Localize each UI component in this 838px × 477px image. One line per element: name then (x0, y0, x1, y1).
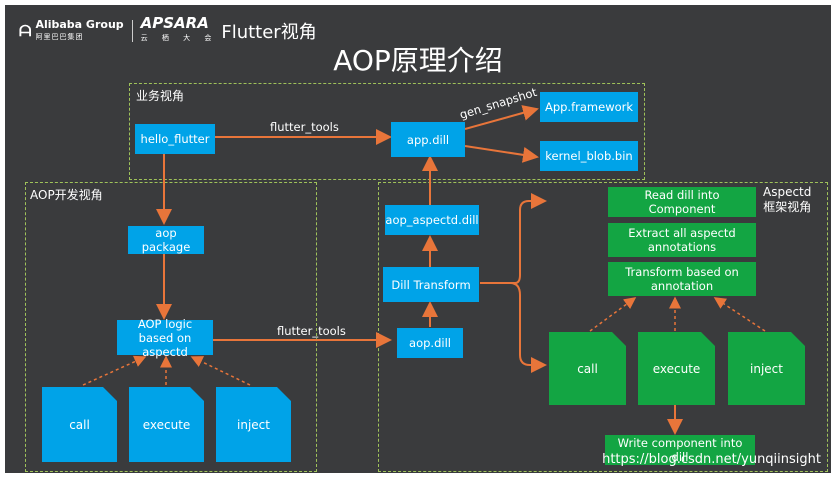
execute-doc-left: execute (129, 387, 204, 462)
aop-package-node: aop package (128, 226, 204, 254)
edge-appdill-to-kernel (464, 145, 539, 163)
header: ᗩ Alibaba Group 阿里巴巴集团 APSARA 云 栖 大 会 Fl… (19, 14, 317, 44)
extract-annotations-node: Extract all aspectd annotations (608, 223, 756, 257)
aop-aspectd-dill-node: aop_aspectd.dill (385, 205, 479, 235)
aspectd-region-label: Aspectd 框架视角 (763, 185, 811, 215)
business-region-label: 业务视角 (136, 89, 185, 103)
edge-appdill-to-framework (464, 105, 539, 130)
app-framework-node: App.framework (540, 92, 638, 122)
aop-dill-node: aop.dill (397, 328, 463, 358)
header-subtitle: Flutter视角 (221, 21, 317, 43)
edge-transform-to-docs (480, 282, 547, 373)
flutter-tools-label-mid: flutter_tools (277, 324, 346, 338)
apsara-brand: APSARA 云 栖 大 会 (140, 14, 218, 44)
dill-transform-node: Dill Transform (383, 267, 479, 302)
inject-doc-left: inject (216, 387, 291, 462)
edge-call-to-logic (82, 355, 147, 386)
header-divider (131, 19, 133, 42)
edge-callr-to-transform (589, 297, 637, 332)
app-dill-node: app.dill (391, 122, 465, 157)
aop-dev-region (25, 182, 317, 472)
watermark: https://blog.csdn.net/yunqiinsight (602, 452, 821, 467)
company-name: Alibaba Group (35, 17, 124, 31)
transform-annotation-node: Transform based on annotation (608, 262, 756, 296)
aspectd-label-line1: Aspectd (763, 185, 812, 199)
aop-logic-node: AOP logic based on aspectd (117, 317, 213, 359)
edge-inject-to-logic (190, 356, 251, 386)
apsara-name-cn: 云 栖 大 会 (140, 34, 218, 42)
hello-flutter-node: hello_flutter (135, 124, 215, 154)
aop-dev-region-label: AOP开发视角 (30, 188, 103, 202)
apsara-name: APSARA (140, 14, 209, 32)
edge-injectr-to-transform (713, 297, 766, 332)
edge-transform-to-read (480, 193, 547, 284)
inject-doc-right: inject (728, 332, 805, 405)
aspectd-region (378, 182, 828, 472)
company-brand: Alibaba Group 阿里巴巴集团 (35, 19, 123, 43)
company-name-cn: 阿里巴巴集团 (35, 32, 84, 41)
business-region (129, 83, 645, 180)
alibaba-logo-icon: ᗩ (19, 21, 32, 40)
kernel-blob-node: kernel_blob.bin (540, 141, 638, 171)
connectors (82, 105, 766, 435)
slide: ᗩ Alibaba Group 阿里巴巴集团 APSARA 云 栖 大 会 Fl… (5, 5, 831, 473)
write-component-node: Write component into dill (605, 435, 755, 465)
call-doc-left: call (42, 387, 117, 462)
call-doc-right: call (549, 332, 626, 405)
read-dill-node: Read dill into Component (608, 187, 756, 217)
slide-title: AOP原理介绍 (333, 44, 503, 77)
flutter-tools-label-top: flutter_tools (270, 120, 339, 134)
execute-doc-right: execute (638, 332, 715, 405)
aspectd-label-line2: 框架视角 (763, 200, 812, 214)
